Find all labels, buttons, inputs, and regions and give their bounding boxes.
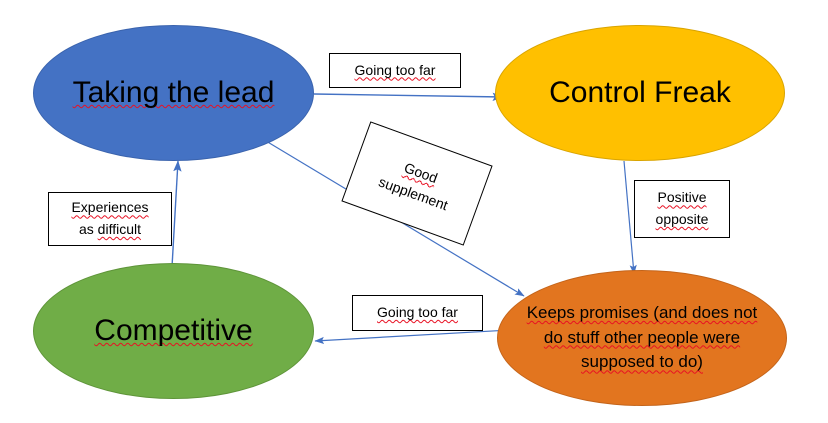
edge-label-going-too-far-bottom[interactable]: Going too far [352, 295, 483, 331]
node-taking-the-lead[interactable]: Taking the lead [33, 25, 314, 161]
edge-label-line-2: opposite [655, 211, 709, 227]
node-competitive-label: Competitive [51, 311, 297, 351]
node-keeps-promises-line-2: do stuff other people were [543, 327, 741, 347]
node-keeps-promises-label: Keeps promises (and does not do stuff ot… [508, 301, 776, 375]
spellcheck-text: Going too far [377, 304, 458, 321]
spellcheck-text: Taking the lead [72, 76, 275, 110]
edge-competitive-to-lead [171, 160, 182, 268]
node-keeps-promises[interactable]: Keeps promises (and does not do stuff ot… [497, 270, 787, 406]
edge-label-positive-opposite[interactable]: Positive opposite [634, 180, 730, 238]
edge-label-text: Going too far [355, 60, 436, 82]
edge-label-experiences-as-difficult[interactable]: Experiences as difficult [48, 192, 172, 246]
edge-label-line-2-marked: difficult [97, 221, 141, 237]
edge-label-text: Going too far [377, 302, 458, 324]
node-taking-the-lead-label: Taking the lead [51, 73, 297, 113]
node-keeps-promises-line-3: supposed to do) [581, 352, 703, 372]
spellcheck-text: Going too far [354, 61, 436, 78]
node-control-freak-label: Control Freak [549, 76, 731, 110]
node-competitive[interactable]: Competitive [33, 263, 314, 399]
edge-label-text: Positive opposite [656, 187, 709, 230]
edge-label-line-2-plain: as [78, 221, 98, 237]
edge-label-good-supplement[interactable]: Good supplement [341, 121, 493, 246]
edge-label-going-too-far-top[interactable]: Going too far [329, 53, 461, 88]
edge-label-line-1: Experiences [71, 199, 149, 216]
edge-label-line-2: supplement [376, 172, 451, 213]
edge-label-text: Good supplement [376, 151, 459, 217]
edge-lead-to-control [313, 92, 504, 102]
edge-label-line-1: Positive [657, 189, 707, 206]
node-control-freak[interactable]: Control Freak [495, 25, 785, 161]
edge-control-to-keeps-promises [623, 160, 637, 275]
edge-label-text: Experiences as difficult [71, 197, 148, 240]
spellcheck-text: Competitive [94, 314, 253, 348]
edge-keeps-promises-to-competitive [314, 329, 511, 345]
node-keeps-promises-line-1: Keeps promises (and does not [526, 303, 758, 323]
